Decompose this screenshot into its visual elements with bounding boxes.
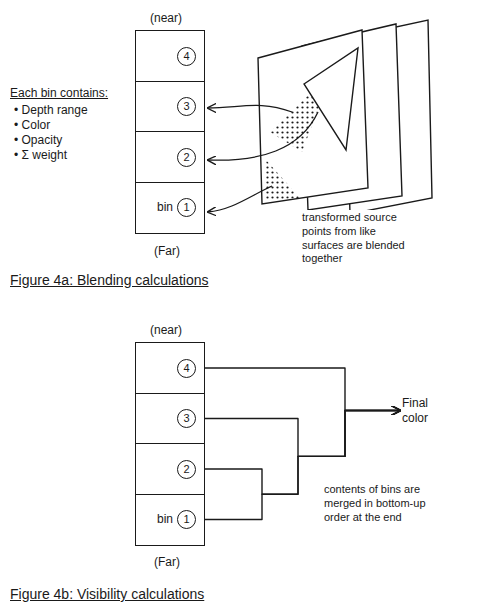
bin-number: 1 [177, 198, 196, 217]
bin-number: 4 [177, 359, 196, 378]
text-label: (Far) [154, 555, 180, 569]
leader-arrow [208, 186, 272, 212]
annotation-note: contents of bins are merged in bottom-up… [322, 482, 454, 525]
text-label: • Color [14, 118, 50, 132]
dotted-region [266, 160, 300, 200]
depth-bin: 3 [135, 81, 205, 133]
figure-caption: Figure 4a: Blending calculations [10, 272, 208, 289]
text-label: (near) [150, 11, 182, 25]
figure-caption: Figure 4b: Visibility calculations [10, 586, 204, 603]
text-label: • Σ weight [14, 148, 67, 162]
annotation-note: transformed source points from like surf… [300, 210, 422, 267]
node-text: Final color [402, 396, 450, 425]
bin-number: 3 [177, 97, 196, 116]
depth-bin: 2 [135, 443, 205, 495]
bin-number: 3 [177, 409, 196, 428]
bin-number: 2 [177, 460, 196, 479]
depth-bin: 4 [135, 30, 205, 82]
bin-number: 4 [177, 47, 196, 66]
depth-bin: bin 1 [135, 494, 205, 546]
result-node: Final color [400, 394, 452, 427]
node-text: bin [157, 512, 173, 526]
text-label: • Depth range [14, 103, 88, 117]
bin-number: 1 [177, 510, 196, 529]
depth-bin: 2 [135, 131, 205, 183]
depth-bin: 4 [135, 342, 205, 394]
text-label: • Opacity [14, 133, 62, 147]
leader-arrow [208, 105, 292, 112]
node-text: bin [157, 200, 173, 214]
depth-bin: bin 1 [135, 182, 205, 234]
outlined-triangle [304, 48, 358, 150]
depth-bin: 3 [135, 393, 205, 445]
merge-arrow [205, 411, 400, 457]
merge-arrow [205, 368, 400, 411]
text-label: (Far) [154, 244, 180, 258]
text-label: Each bin contains: [10, 86, 108, 100]
bin-number: 2 [177, 148, 196, 167]
front-surface [258, 30, 368, 204]
leader-arrow [208, 112, 318, 160]
text-label: (near) [150, 323, 182, 337]
